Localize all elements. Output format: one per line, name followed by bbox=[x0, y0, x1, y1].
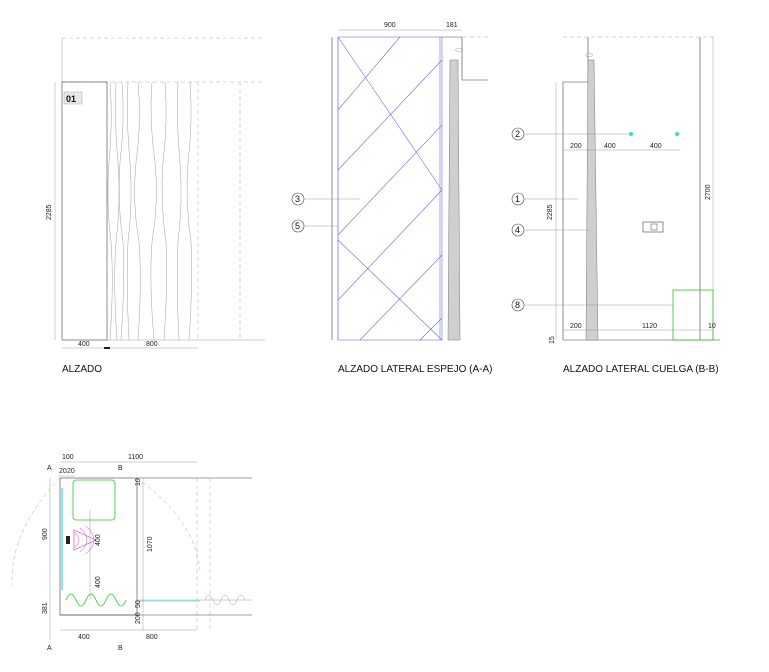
espejo-dim-top2: 181 bbox=[446, 22, 458, 29]
espejo-view: 900 181 3 5 ALZADO LATERAL ESPEJO (A-A) bbox=[291, 22, 492, 375]
espejo-title: ALZADO LATERAL ESPEJO (A-A) bbox=[338, 364, 492, 375]
cuelga-dim-g: 15 bbox=[549, 336, 556, 344]
alzado-view: 01 2285 400 800 ALZADO bbox=[46, 37, 265, 375]
cuelga-dim-e: 1120 bbox=[642, 323, 657, 330]
cuelga-dim-f: 10 bbox=[708, 323, 716, 330]
espejo-callout-5: 5 bbox=[295, 221, 300, 231]
alzado-dim-w2: 800 bbox=[146, 341, 158, 348]
curtain-plan-icon bbox=[65, 593, 127, 607]
alzado-dim-w1: 400 bbox=[78, 341, 90, 348]
alzado-dim-height: 2285 bbox=[46, 204, 53, 220]
planta-dim-bot1: 400 bbox=[78, 634, 90, 641]
cuelga-dim-c: 400 bbox=[650, 143, 662, 150]
cuelga-callout-4: 4 bbox=[515, 225, 520, 235]
cuelga-callout-1: 1 bbox=[515, 194, 520, 204]
planta-view: 100 1100 20 20 A B A B 400 400 bbox=[11, 454, 252, 652]
cuelga-title: ALZADO LATERAL CUELGA (B-B) bbox=[563, 364, 719, 375]
planta-dim-top4: 20 bbox=[67, 468, 75, 475]
planta-dim-inner2: 400 bbox=[95, 576, 102, 588]
planta-marker-b-top: B bbox=[118, 465, 123, 472]
alzado-tag: 01 bbox=[66, 94, 76, 104]
hook-dot-1 bbox=[629, 132, 633, 136]
cuelga-dim-d: 200 bbox=[570, 323, 582, 330]
cuelga-dim-a: 200 bbox=[570, 143, 582, 150]
planta-dim-mid1: 1070 bbox=[147, 536, 154, 552]
cuelga-view: 2700 2285 200 400 400 200 1120 10 15 2 1… bbox=[511, 36, 720, 375]
planta-dim-top2: 1100 bbox=[128, 454, 143, 461]
cuelga-callout-2: 2 bbox=[515, 129, 520, 139]
curtain-lines bbox=[107, 81, 192, 341]
tag-box bbox=[63, 91, 83, 105]
planta-dim-left1: 900 bbox=[42, 528, 49, 540]
planta-dim-bot2: 800 bbox=[146, 634, 158, 641]
planta-dim-mid3: 50 bbox=[135, 600, 142, 608]
planta-marker-b-bot: B bbox=[118, 645, 123, 652]
socket-icon bbox=[650, 223, 658, 231]
planta-dim-top3: 20 bbox=[59, 468, 67, 475]
cuelga-dim-htotal: 2700 bbox=[705, 184, 712, 200]
lamp-icon bbox=[66, 536, 70, 544]
hook-dot-2 bbox=[675, 132, 679, 136]
planta-dim-top1: 100 bbox=[62, 454, 74, 461]
cuelga-dim-h: 2285 bbox=[547, 204, 554, 220]
mirror-hatch bbox=[337, 36, 443, 341]
planta-dim-left2: 381 bbox=[42, 602, 49, 614]
planta-dim-inner1: 400 bbox=[95, 534, 102, 546]
espejo-dim-top1: 900 bbox=[384, 22, 396, 29]
planta-dim-mid4: 10 bbox=[135, 478, 142, 486]
light-cone-icon bbox=[73, 529, 97, 551]
planta-marker-a-bot: A bbox=[47, 645, 52, 652]
cuelga-dim-b: 400 bbox=[604, 143, 616, 150]
cuelga-callout-8: 8 bbox=[515, 300, 520, 310]
planta-marker-a-top: A bbox=[47, 465, 52, 472]
espejo-callout-3: 3 bbox=[295, 194, 300, 204]
planta-dim-mid2: 200 bbox=[135, 612, 142, 624]
alzado-title: ALZADO bbox=[62, 364, 102, 375]
